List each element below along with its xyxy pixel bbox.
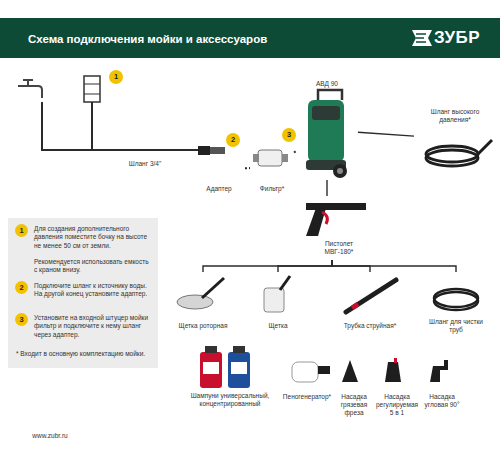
accessory-box: Щетка bbox=[248, 272, 308, 340]
node-text: Щетка bbox=[248, 322, 308, 330]
node-text: Трубка струйная* bbox=[334, 322, 406, 330]
node-text: 2 bbox=[19, 284, 23, 292]
filter-part bbox=[253, 150, 288, 166]
part-box: Адаптер bbox=[193, 143, 245, 195]
node-text: Щетка роторная bbox=[172, 322, 234, 330]
notes-box: Для создания дополнительного давления по… bbox=[8, 218, 158, 368]
nozzles bbox=[342, 358, 448, 382]
node-text: АВД 90 bbox=[296, 80, 358, 88]
logo-mark bbox=[412, 30, 432, 46]
node-text: 3 bbox=[19, 316, 23, 324]
accessory-box: Шланг высокого давления* bbox=[414, 104, 496, 174]
callout-number: 3 bbox=[282, 128, 296, 142]
node-text: Фильтр* bbox=[250, 185, 294, 193]
shampoo-bottles bbox=[200, 346, 250, 388]
adapter-part bbox=[198, 146, 225, 155]
spray-gun bbox=[306, 203, 366, 236]
connector-line bbox=[278, 260, 332, 272]
brand-logo: ЗУБР bbox=[434, 29, 494, 47]
connector-line bbox=[245, 167, 250, 169]
node-text: * Входит в основную комплектацию мойки. bbox=[16, 350, 152, 358]
node-text: 3 bbox=[287, 131, 291, 139]
wash-brush bbox=[264, 276, 290, 312]
website-url: www.zubr.ru bbox=[10, 432, 90, 440]
node-text: Пистолет МВГ-180* bbox=[310, 240, 368, 256]
item-caption: Насадка регулируемая 5 в 1 bbox=[375, 393, 419, 417]
connector-line bbox=[326, 180, 327, 196]
callout-number: 1 bbox=[15, 224, 28, 237]
node-text: 1 bbox=[19, 227, 23, 235]
diagram-title: Схема подключения мойки и аксессуаров bbox=[28, 33, 267, 45]
node-text: Для создания дополнительного давления по… bbox=[34, 225, 152, 250]
jet-tube bbox=[346, 280, 396, 312]
node-text: Адаптер bbox=[193, 185, 245, 193]
connector-line bbox=[294, 151, 296, 152]
water-hose bbox=[42, 102, 198, 150]
connector-line bbox=[358, 132, 414, 136]
accessory-box: Щетка роторная bbox=[172, 272, 234, 340]
accessory-box: Трубка струйная* bbox=[334, 272, 406, 340]
node-text: 1 bbox=[114, 73, 118, 81]
pressure-washer bbox=[306, 90, 347, 178]
node-text: Шланг высокого давления* bbox=[418, 108, 492, 124]
part-box: Фильтр* bbox=[250, 140, 294, 195]
callout-number: 2 bbox=[15, 281, 28, 294]
item-caption: Пеногенератор* bbox=[282, 393, 332, 401]
node-text: Рекомендуется использовать емкость с кра… bbox=[34, 258, 152, 275]
node-text: Шланг для чистки труб bbox=[426, 318, 486, 334]
title-band bbox=[0, 18, 500, 58]
callout-number: 1 bbox=[109, 70, 123, 84]
accessory-box: Шланг для чистки труб bbox=[420, 272, 492, 340]
item-caption: Шампуни универсальный, концентрированный bbox=[180, 392, 280, 408]
rotary-brush bbox=[177, 278, 224, 309]
connector-line bbox=[203, 260, 332, 272]
foam-generator bbox=[292, 362, 330, 382]
callout-number: 3 bbox=[15, 313, 28, 326]
node-text: Подключите шланг к источнику воды. На др… bbox=[34, 282, 152, 299]
hose-coil bbox=[426, 140, 492, 166]
item-caption: Насадка грязевая фреза bbox=[333, 393, 375, 417]
item-caption: Насадка угловая 90° bbox=[420, 393, 464, 409]
hose-label: Шланг 3/4" bbox=[110, 160, 180, 168]
barrel-icon bbox=[84, 76, 100, 102]
callout-number: 2 bbox=[226, 133, 240, 147]
connector-line bbox=[332, 260, 370, 272]
connector-line bbox=[332, 260, 456, 272]
washer-box: АВД 90 bbox=[296, 80, 358, 180]
node-text: Установите на входной штуцер мойки фильт… bbox=[34, 314, 152, 339]
pipe-hose-coil bbox=[434, 289, 478, 310]
node-text: 2 bbox=[231, 136, 235, 144]
faucet-icon bbox=[18, 80, 42, 98]
accessory-box: Пистолет МВГ-180* bbox=[292, 196, 372, 260]
